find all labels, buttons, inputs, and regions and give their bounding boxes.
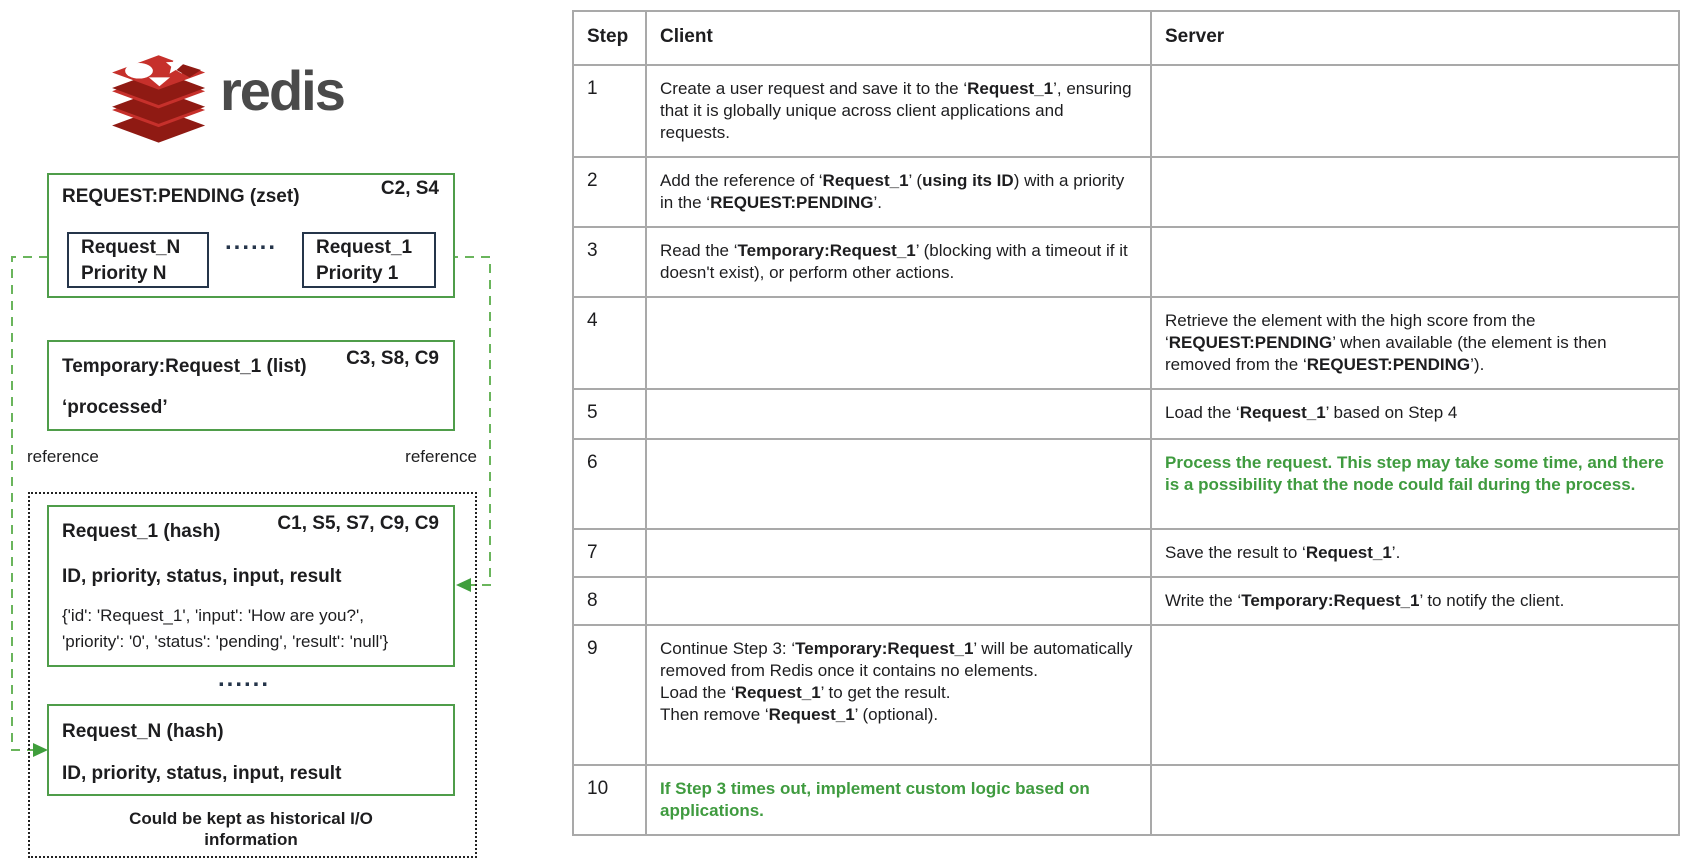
temporary-request-tag: C3, S8, C9: [346, 348, 439, 369]
step-cell: 4: [572, 296, 647, 390]
request-1-hash-value: {'id': 'Request_1', 'input': 'How are yo…: [62, 606, 389, 651]
step-cell: 7: [572, 528, 647, 578]
step-cell: 10: [572, 764, 647, 836]
request-n-hash-fields: ID, priority, status, input, result: [62, 763, 342, 784]
request-pending-tag: C2, S4: [380, 178, 439, 199]
header-client: Client: [645, 10, 1152, 66]
client-cell: [645, 576, 1152, 626]
request-pending-title: REQUEST:PENDING (zset): [62, 186, 300, 207]
ellipsis-dots: ......: [225, 228, 278, 255]
server-cell: Retrieve the element with the high score…: [1150, 296, 1680, 390]
redis-logo: redis: [108, 52, 368, 152]
server-cell: [1150, 156, 1680, 228]
server-cell: [1150, 64, 1680, 158]
client-cell: [645, 388, 1152, 440]
client-cell: [645, 528, 1152, 578]
temporary-request-box: Temporary:Request_1 (list) C3, S8, C9 ‘p…: [47, 340, 455, 431]
server-cell: [1150, 226, 1680, 298]
step-cell: 9: [572, 624, 647, 766]
ellipsis-dots: ......: [218, 665, 271, 692]
server-cell: [1150, 764, 1680, 836]
step-cell: 5: [572, 388, 647, 440]
temporary-request-value: ‘processed’: [62, 397, 168, 418]
client-cell: [645, 296, 1152, 390]
table-row-8: 8 Write the ‘Temporary:Request_1’ to noti…: [572, 576, 1680, 626]
redis-wordmark: redis: [220, 59, 346, 122]
redis-diagram: redis REQUEST:PENDING (zset) C2, S4 Requ…: [0, 0, 540, 868]
request-1-hash-box: Request_1 (hash) C1, S5, S7, C9, C9 ID, …: [47, 505, 455, 667]
client-cell: Create a user request and save it to the…: [645, 64, 1152, 158]
request-1-hash-fields: ID, priority, status, input, result: [62, 566, 342, 587]
request-pending-box: REQUEST:PENDING (zset) C2, S4 Request_N …: [47, 173, 455, 298]
temporary-request-title: Temporary:Request_1 (list): [62, 356, 307, 377]
table-row-4: 4 Retrieve the element with the high scor…: [572, 296, 1680, 390]
table-header-row: Step Client Server: [572, 10, 1680, 66]
server-cell: Save the result to ‘Request_1’.: [1150, 528, 1680, 578]
client-cell: Read the ‘Temporary:Request_1’ (blocking…: [645, 226, 1152, 298]
request-n-hash-title: Request_N (hash): [62, 721, 224, 742]
request-1-priority-item: Request_1 Priority 1: [302, 232, 436, 288]
redis-logo-icon: [112, 55, 206, 143]
client-cell: If Step 3 times out, implement custom lo…: [645, 764, 1152, 836]
client-cell: Add the reference of ‘Request_1’ (using …: [645, 156, 1152, 228]
table-row-7: 7 Save the result to ‘Request_1’.: [572, 528, 1680, 578]
step-cell: 3: [572, 226, 647, 298]
step-cell: 1: [572, 64, 647, 158]
step-cell: 2: [572, 156, 647, 228]
request-1-hash-tag: C1, S5, S7, C9, C9: [277, 513, 439, 534]
request-1-hash-title: Request_1 (hash): [62, 521, 221, 542]
reference-label-right: reference: [405, 447, 477, 466]
step-cell: 8: [572, 576, 647, 626]
client-cell: [645, 438, 1152, 530]
server-cell: Load the ‘Request_1’ based on Step 4: [1150, 388, 1680, 440]
request-n-priority-item: Request_N Priority N: [67, 232, 209, 288]
step-cell: 6: [572, 438, 647, 530]
server-cell: [1150, 624, 1680, 766]
request-n-hash-box: Request_N (hash) ID, priority, status, i…: [47, 704, 455, 796]
table-row-6: 6 Process the request. This step may take…: [572, 438, 1680, 530]
header-server: Server: [1150, 10, 1680, 66]
client-cell: Continue Step 3: ‘Temporary:Request_1’ w…: [645, 624, 1152, 766]
header-step: Step: [572, 10, 647, 66]
server-cell: Process the request. This step may take …: [1150, 438, 1680, 530]
history-dotted-box: [28, 492, 477, 858]
reference-label-left: reference: [27, 447, 99, 466]
table-row-5: 5 Load the ‘Request_1’ based on Step 4: [572, 388, 1680, 440]
history-footnote: Could be kept as historical I/O informat…: [129, 809, 373, 849]
server-cell: Write the ‘Temporary:Request_1’ to notif…: [1150, 576, 1680, 626]
